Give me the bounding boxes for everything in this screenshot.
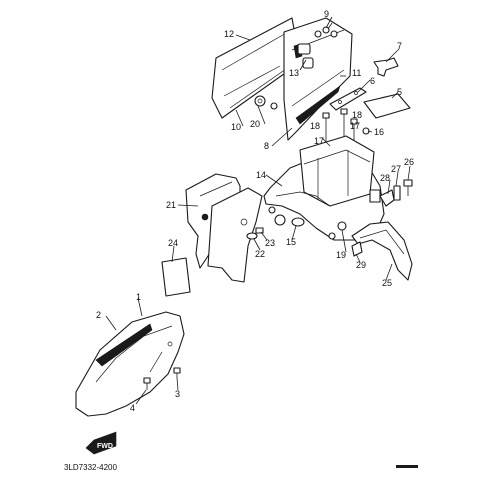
bolt-23	[255, 227, 264, 234]
callout-20: 20	[250, 119, 260, 129]
side-cover-left	[211, 17, 299, 119]
plate-24	[161, 257, 191, 297]
callout-1: 1	[136, 292, 141, 302]
callout-23: 23	[265, 238, 275, 248]
callout-15: 15	[286, 237, 296, 247]
rear-fender-14	[263, 135, 385, 241]
callout-16: 16	[374, 127, 384, 137]
callout-18-left: 18	[310, 121, 320, 131]
callout-3: 3	[175, 389, 180, 399]
callout-8: 8	[264, 141, 269, 151]
callout-labels: 1 2 3 4 5 6 7 8 9 10 11 12 13 14 15 16 1…	[96, 9, 414, 413]
callout-9: 9	[324, 9, 329, 19]
bolt-3	[173, 367, 181, 378]
callout-10: 10	[231, 122, 241, 132]
callout-25: 25	[382, 278, 392, 288]
plate-5	[363, 93, 411, 119]
callout-4: 4	[130, 403, 135, 413]
callout-19: 19	[336, 250, 346, 260]
callout-2: 2	[96, 310, 101, 320]
callout-5: 5	[397, 87, 402, 97]
callout-21: 21	[166, 200, 176, 210]
collar-29	[351, 241, 363, 257]
callout-27: 27	[391, 164, 401, 174]
callout-26: 26	[404, 157, 414, 167]
callout-17-left: 17	[314, 136, 324, 146]
collar-22	[246, 232, 258, 240]
nut-19	[337, 221, 347, 231]
bolt-4	[143, 377, 151, 390]
callout-18-right: 18	[352, 110, 362, 120]
fwd-arrow-icon: FWD	[85, 431, 117, 455]
bolt-27	[393, 185, 401, 201]
part-code: 3LD7332-4200	[64, 463, 117, 472]
callout-6: 6	[370, 76, 375, 86]
front-fender-1	[75, 311, 185, 417]
bracket-7	[373, 57, 399, 77]
flap-25	[351, 221, 413, 281]
callout-7: 7	[397, 41, 402, 51]
grommet-20	[254, 95, 266, 107]
callout-28: 28	[380, 173, 390, 183]
side-cover-right	[283, 17, 353, 141]
scale-bar	[396, 465, 418, 468]
callout-14: 14	[256, 170, 266, 180]
grommet-10	[270, 102, 278, 110]
bolt-26	[403, 179, 413, 196]
callout-12: 12	[224, 29, 234, 39]
callout-29: 29	[356, 260, 366, 270]
stay-6	[329, 87, 367, 111]
callout-13: 13	[289, 68, 299, 78]
callout-24: 24	[168, 238, 178, 248]
fwd-label: FWD	[97, 443, 113, 450]
callout-22: 22	[255, 249, 265, 259]
leader-lines	[105, 16, 411, 405]
inner-fender-21	[185, 173, 263, 283]
callout-17-right: 17	[350, 121, 360, 131]
callout-11: 11	[352, 68, 361, 78]
collar-15	[291, 217, 305, 227]
